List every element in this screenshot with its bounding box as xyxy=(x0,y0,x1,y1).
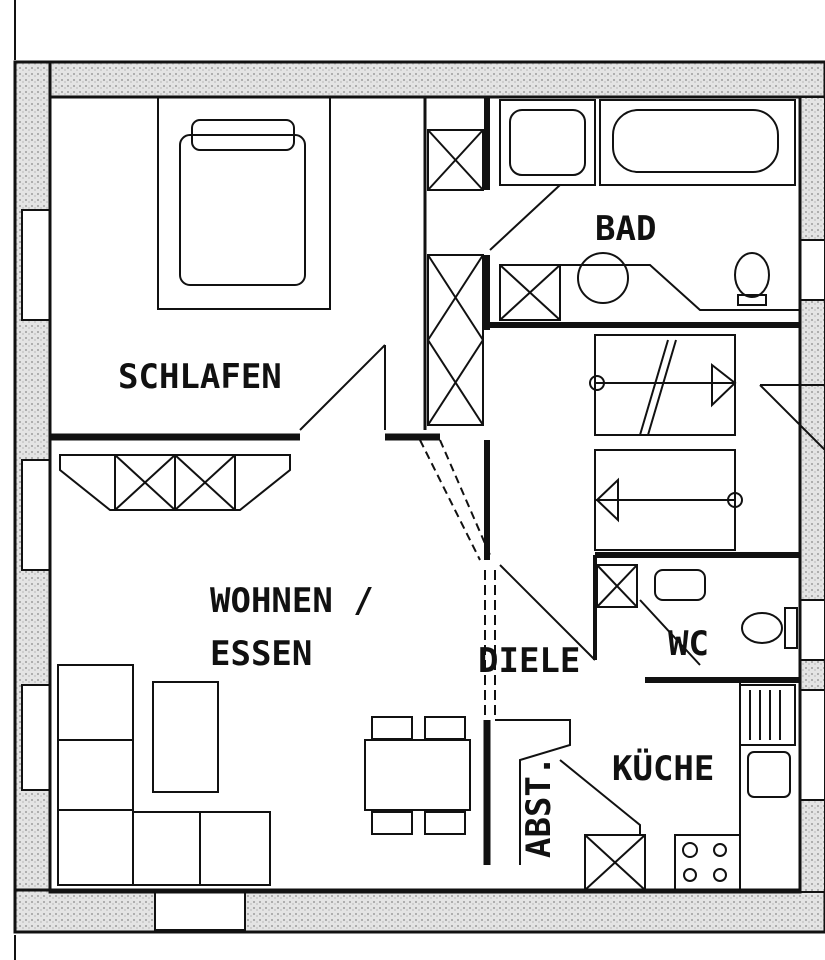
doors xyxy=(299,184,701,720)
room-label-schlafen: SCHLAFEN xyxy=(118,357,282,397)
window-wohnen-2 xyxy=(21,684,51,791)
window-wohnen-1 xyxy=(21,459,51,571)
window-schlafen xyxy=(21,209,51,321)
bathroom-fixtures xyxy=(499,99,800,649)
staircase xyxy=(589,334,825,551)
window-wc xyxy=(799,599,825,661)
interior-walls xyxy=(48,95,802,894)
outer-walls xyxy=(13,60,825,934)
room-label-kueche: KÜCHE xyxy=(612,748,714,789)
bed xyxy=(157,96,331,310)
wardrobes xyxy=(59,129,646,891)
room-label-diele: DIELE xyxy=(478,641,580,681)
window-bad xyxy=(799,239,825,301)
room-label-abst: ABST. xyxy=(519,756,559,858)
window-kueche xyxy=(799,689,825,801)
room-label-bad: BAD xyxy=(595,209,656,249)
living-furniture xyxy=(57,664,471,886)
room-label-essen: ESSEN xyxy=(210,634,312,674)
room-label-wohnen: WOHNEN / xyxy=(210,581,374,621)
kitchen-fixtures xyxy=(495,680,796,891)
room-label-wc: WC xyxy=(668,624,709,664)
window-bottom xyxy=(154,889,246,931)
